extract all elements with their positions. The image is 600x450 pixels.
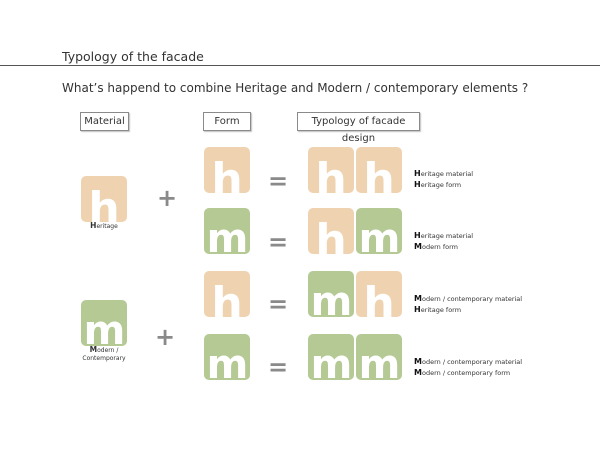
desc-initial: M (414, 241, 422, 251)
tile-letter: h (211, 154, 243, 194)
result-tile-form: h (356, 147, 402, 193)
tile-letter: m (358, 216, 401, 254)
form-tile-heritage: h (204, 147, 250, 193)
heritage-caption: Heritage (70, 222, 138, 231)
desc-initial: H (414, 231, 421, 240)
tile-letter: m (83, 308, 126, 346)
heritage-material-tile: h (81, 176, 127, 222)
caption-initial: M (89, 345, 98, 354)
equals-operator: = (268, 167, 289, 195)
plus-operator: + (157, 184, 178, 212)
modern-caption: Modern / Contemporary (66, 346, 142, 363)
desc-rest: eritage material (420, 170, 474, 178)
result-tile-form: m (356, 334, 402, 380)
equals-operator: = (268, 353, 289, 381)
equals-operator: = (268, 290, 289, 318)
column-header-typology: Typology of facade design (297, 112, 420, 144)
title-divider (0, 65, 600, 66)
result-tile-material: h (308, 208, 354, 254)
tile-letter: m (206, 342, 249, 380)
form-tile-modern: m (204, 208, 250, 254)
desc-initial: M (414, 357, 422, 366)
desc-rest: eritage form (420, 305, 462, 314)
desc-rest: eritage material (420, 232, 474, 240)
form-tile-heritage: h (204, 271, 250, 317)
desc-initial: M (414, 294, 422, 303)
desc-initial: M (414, 367, 422, 377)
tile-letter: h (363, 154, 395, 194)
tile-letter: h (315, 215, 347, 255)
column-header-material: Material (80, 112, 129, 131)
caption-rest: eritage (96, 223, 118, 230)
diagram-question: What’s happend to combine Heritage and M… (62, 81, 529, 95)
modern-material-tile: m (81, 300, 127, 346)
caption-initial: H (90, 221, 97, 230)
result-tile-material: h (308, 147, 354, 193)
tile-letter: h (315, 154, 347, 194)
desc-initial: H (414, 169, 421, 178)
tile-letter: h (363, 278, 395, 318)
result-tile-form: h (356, 271, 402, 317)
result-tile-material: m (308, 271, 354, 317)
tile-letter: m (310, 279, 353, 317)
caption-line2: Contemporary (82, 355, 126, 362)
equals-operator: = (268, 228, 289, 256)
desc-initial: H (414, 179, 421, 189)
column-header-form: Form (203, 112, 251, 131)
tile-letter: m (358, 342, 401, 380)
desc-rest: odern / contemporary material (421, 295, 523, 303)
row-description: Heritage material Modern form (414, 231, 473, 252)
row-description: Heritage material Heritage form (414, 169, 473, 190)
caption-rest: odern / (97, 347, 119, 354)
form-tile-modern: m (204, 334, 250, 380)
tile-letter: h (88, 183, 120, 223)
page-title: Typology of the facade (62, 49, 204, 64)
row-description: Modern / contemporary material Modern / … (414, 357, 522, 378)
desc-rest: odern form (421, 242, 458, 251)
desc-initial: H (414, 304, 421, 314)
result-tile-form: m (356, 208, 402, 254)
plus-operator: + (155, 323, 176, 351)
tile-letter: h (211, 278, 243, 318)
row-description: Modern / contemporary material Heritage … (414, 294, 522, 315)
tile-letter: m (206, 216, 249, 254)
desc-rest: eritage form (420, 180, 462, 189)
tile-letter: m (310, 342, 353, 380)
desc-rest: odern / contemporary form (421, 368, 511, 377)
result-tile-material: m (308, 334, 354, 380)
desc-rest: odern / contemporary material (421, 358, 523, 366)
